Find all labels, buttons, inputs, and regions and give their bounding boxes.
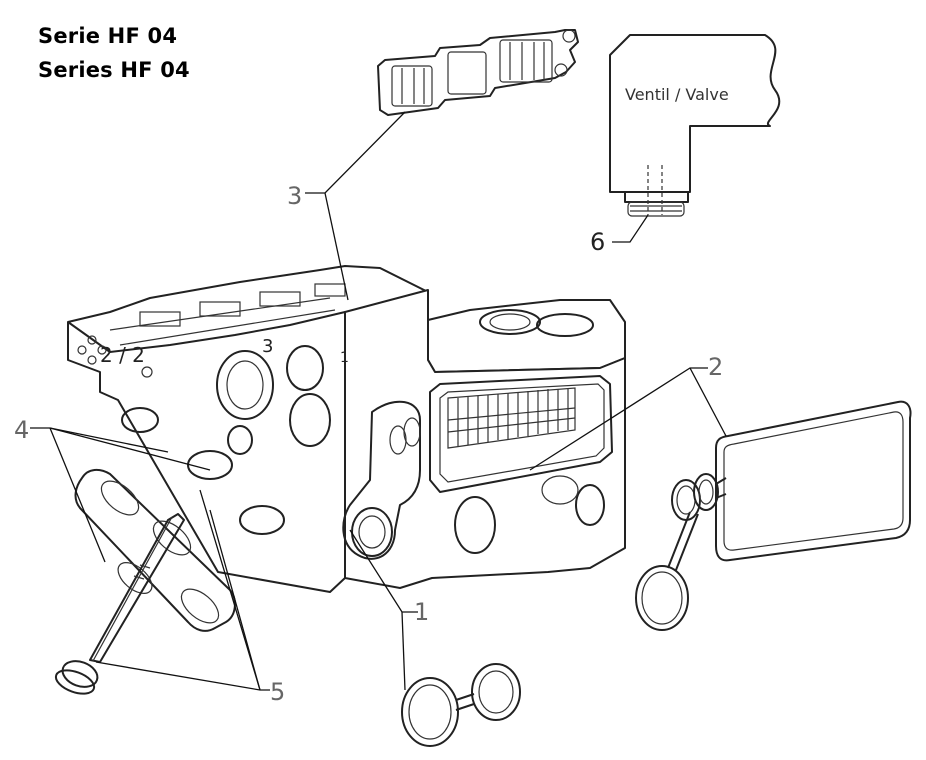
oring-pair: [401, 663, 521, 747]
callout-1: 1: [414, 598, 429, 626]
leader-lines: [30, 111, 727, 691]
top-gasket-strip: [377, 29, 579, 116]
callout-5: 5: [270, 678, 285, 706]
block-number-3: 3: [262, 336, 273, 357]
callout-3: 3: [287, 182, 302, 210]
connector-gasket: [715, 400, 912, 562]
valve-label: Ventil / Valve: [625, 85, 729, 104]
base-block: [67, 265, 626, 593]
title-line-1: Serie HF 04: [38, 24, 178, 48]
port-label: 2 / 2: [100, 343, 145, 367]
callout-6: 6: [590, 228, 605, 256]
callout-4: 4: [14, 416, 29, 444]
tie-rod: [54, 513, 185, 695]
valve-outline: [609, 34, 781, 217]
side-gasket-plate: [74, 468, 236, 632]
block-number-1: 1: [340, 350, 349, 366]
figure-eight-seal: [635, 473, 727, 631]
callout-2: 2: [708, 353, 723, 381]
title-line-2: Series HF 04: [38, 58, 190, 82]
